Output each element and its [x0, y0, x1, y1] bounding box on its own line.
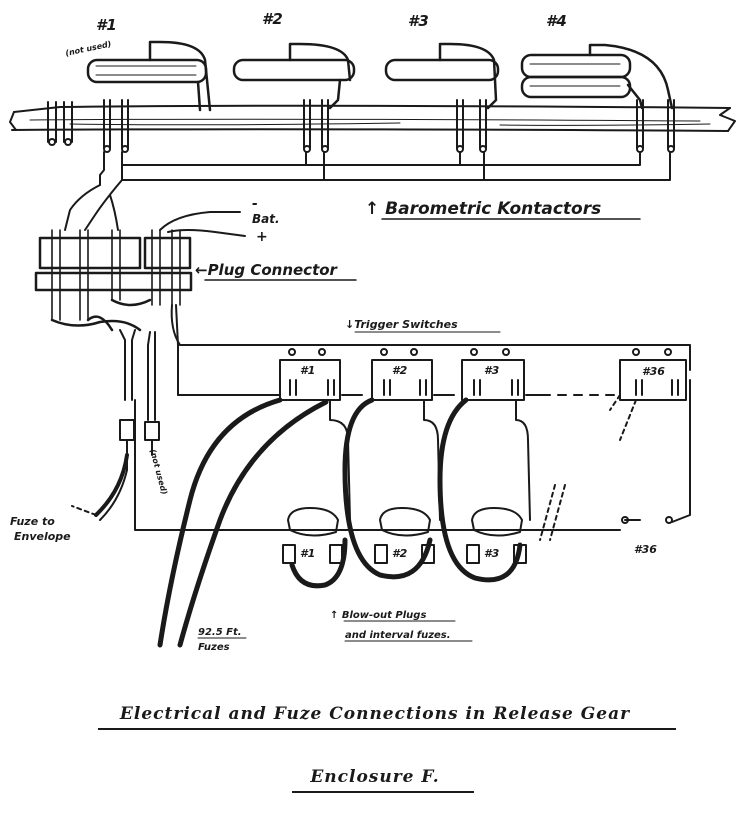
blowout-plugs-label-line2: and interval fuzes.	[345, 630, 451, 641]
caption-enclosure: Enclosure F.	[310, 767, 440, 787]
switch-1-label: #1	[300, 364, 315, 377]
lead-fuses	[99, 419, 160, 521]
fuze-cords	[157, 394, 637, 648]
trigger-switch-row	[279, 348, 687, 401]
contactor-1	[86, 40, 212, 112]
fuzes-label-line1: 92.5 Ft.	[198, 627, 242, 638]
contactor-3-label: #3	[408, 12, 429, 30]
plug-connector-label: ←Plug Connector	[195, 261, 339, 279]
contactor-terminals	[103, 99, 675, 153]
plug-1-label: #1	[300, 547, 315, 560]
plug-2-label: #2	[392, 547, 408, 560]
lead-not-used-label: (not used)	[148, 448, 169, 495]
blowout-plugs-label-line1: ↑ Blow-out Plugs	[330, 610, 426, 621]
fuze-to-envelope-line1: Fuze to	[10, 515, 55, 528]
fuze-to-envelope-line2: Envelope	[14, 530, 71, 543]
caption-title: Electrical and Fuze Connections in Relea…	[119, 704, 631, 724]
contactor-2	[232, 42, 356, 110]
switch-3-label: #3	[484, 364, 500, 377]
frame-beam	[9, 101, 736, 146]
plug-3-label: #3	[484, 547, 500, 560]
trigger-switches-label: ↓Trigger Switches	[345, 318, 458, 331]
return-bus	[134, 379, 691, 531]
contactor-bus	[64, 151, 671, 231]
barometric-contactors-label: ↑ Barometric Kontactors	[365, 199, 601, 219]
plug-36-label: #36	[634, 543, 657, 556]
connector-leads	[119, 304, 691, 421]
caption-title-underline	[98, 728, 676, 730]
contactor-4	[520, 43, 674, 110]
caption-enclosure-underline	[292, 791, 474, 793]
contactor-1-note: (not used)	[65, 39, 113, 58]
contactor-4-label: #4	[546, 12, 567, 30]
battery-minus-label: -	[252, 196, 258, 212]
envelope-fuze	[71, 453, 129, 517]
battery-label: Bat.	[252, 212, 280, 226]
blowout-plugs	[282, 507, 673, 564]
contactor-1-label: #1	[96, 16, 117, 34]
fuzes-label-line2: Fuzes	[198, 642, 230, 653]
contactor-3	[384, 42, 500, 110]
plug-connector	[34, 229, 193, 332]
contactor-2-label: #2	[262, 10, 283, 28]
switch-36-label: #36	[642, 365, 665, 378]
switch-2-label: #2	[392, 364, 408, 377]
battery-plus-label: +	[256, 229, 268, 245]
